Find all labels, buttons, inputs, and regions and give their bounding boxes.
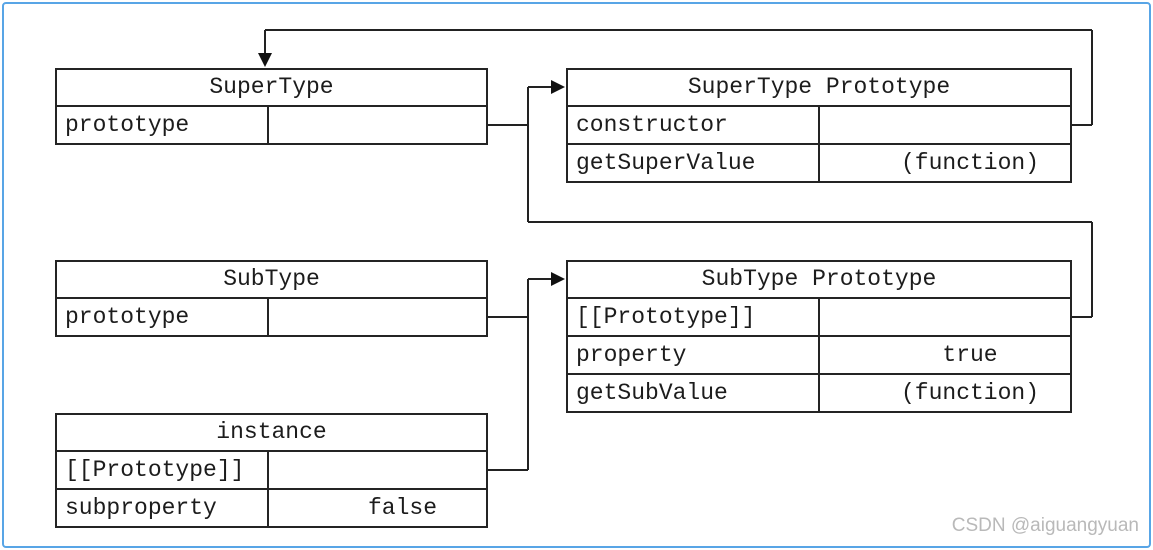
row-value (269, 299, 486, 335)
arrowhead-into-supertype-prototype (551, 80, 565, 94)
row-label: getSubValue (568, 375, 820, 411)
row-label: [[Prototype]] (57, 452, 269, 488)
row-label: property (568, 337, 820, 373)
box-subtype: SubType prototype (55, 260, 488, 337)
table-row: getSuperValue (function) (568, 143, 1070, 181)
row-value: true (942, 342, 998, 368)
row-value (269, 452, 486, 488)
table-row: prototype (57, 297, 486, 335)
row-label: prototype (57, 299, 269, 335)
box-supertype: SuperType prototype (55, 68, 488, 145)
row-value (269, 107, 486, 143)
table-row: constructor (568, 105, 1070, 143)
table-row: subproperty false (57, 488, 486, 526)
row-value (820, 299, 1070, 335)
row-label: getSuperValue (568, 145, 820, 181)
box-subtype-prototype: SubType Prototype [[Prototype]] property… (566, 260, 1072, 413)
box-instance: instance [[Prototype]] subproperty false (55, 413, 488, 528)
table-row: getSubValue (function) (568, 373, 1070, 411)
row-label: subproperty (57, 490, 269, 526)
watermark: CSDN @aiguangyuan (951, 515, 1139, 536)
box-title-supertype: SuperType (209, 74, 334, 100)
table-row: [[Prototype]] (568, 297, 1070, 335)
box-title-subtype-prototype: SubType Prototype (701, 266, 937, 292)
table-row: property true (568, 335, 1070, 373)
row-value: false (367, 495, 437, 521)
box-supertype-prototype: SuperType Prototype constructor getSuper… (566, 68, 1072, 183)
row-value (820, 107, 1070, 143)
row-label: prototype (57, 107, 269, 143)
row-value: (function) (900, 380, 1040, 406)
row-label: constructor (568, 107, 820, 143)
arrowhead-into-supertype (258, 53, 272, 67)
row-value: (function) (900, 150, 1040, 176)
table-row: [[Prototype]] (57, 450, 486, 488)
arrowhead-into-subtype-prototype (551, 272, 565, 286)
box-title-subtype: SubType (223, 266, 320, 292)
box-title-supertype-prototype: SuperType Prototype (687, 74, 951, 100)
box-title-instance: instance (216, 419, 327, 445)
row-label: [[Prototype]] (568, 299, 820, 335)
table-row: prototype (57, 105, 486, 143)
